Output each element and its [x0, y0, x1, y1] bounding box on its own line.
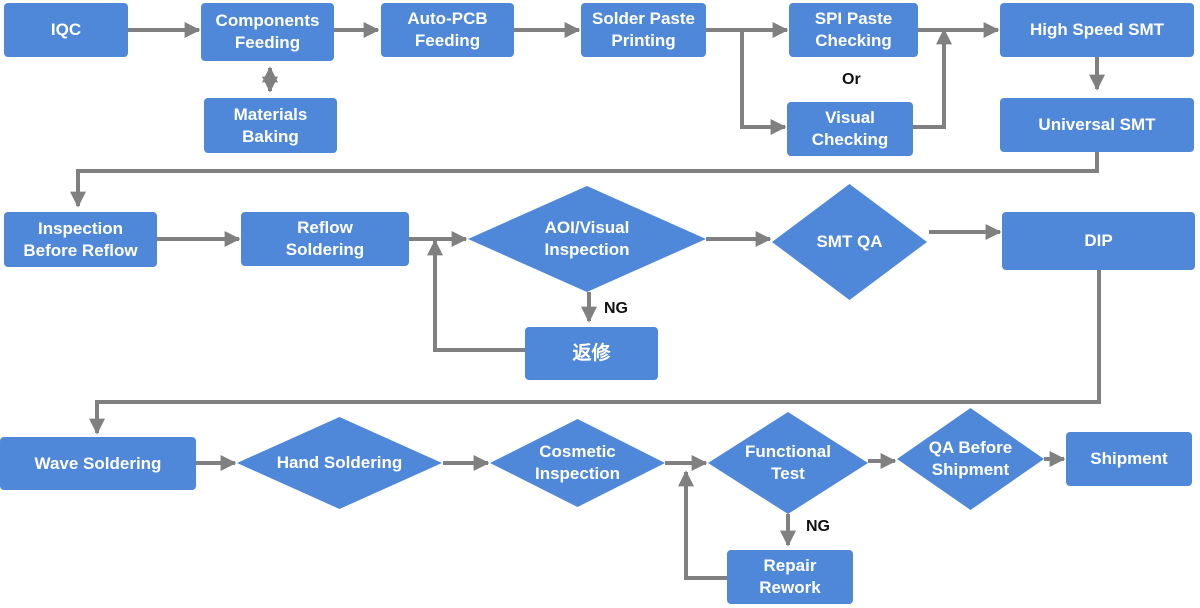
label-or: Or — [842, 71, 861, 88]
arrow-visual-to-merge — [913, 28, 952, 129]
node-auto-pcb-feeding: Auto-PCB Feeding — [381, 3, 514, 57]
node-dip: DIP — [1002, 212, 1195, 270]
node-repair-rework: Repair Rework — [727, 550, 853, 604]
arrow-universal-to-inspection — [70, 152, 1099, 208]
node-iqc: IQC — [4, 3, 128, 57]
node-high-speed-smt: High Speed SMT — [1000, 3, 1194, 57]
node-shipment: Shipment — [1066, 432, 1192, 486]
node-reflow-soldering: Reflow Soldering — [241, 212, 409, 266]
node-rework-cn: 返修 — [525, 327, 658, 380]
node-solder-paste-printing: Solder Paste Printing — [581, 3, 706, 57]
label-ng-functional: NG — [806, 518, 830, 535]
node-wave-soldering: Wave Soldering — [0, 437, 196, 490]
arrow-rework-to-reflow-loop — [427, 239, 525, 352]
arrow-repair-to-cosmetic-loop — [678, 470, 727, 580]
node-materials-baking: Materials Baking — [204, 98, 337, 153]
node-components-feeding: Components Feeding — [201, 3, 334, 61]
node-inspection-before-reflow: Inspection Before Reflow — [4, 212, 157, 267]
node-visual-checking: Visual Checking — [787, 102, 913, 156]
arrow-printing-to-visual — [740, 30, 787, 135]
arrow-dip-to-wave — [89, 270, 1101, 435]
label-ng-aoi: NG — [604, 300, 628, 317]
node-universal-smt: Universal SMT — [1000, 98, 1194, 152]
node-spi-paste-checking: SPI Paste Checking — [789, 3, 918, 57]
